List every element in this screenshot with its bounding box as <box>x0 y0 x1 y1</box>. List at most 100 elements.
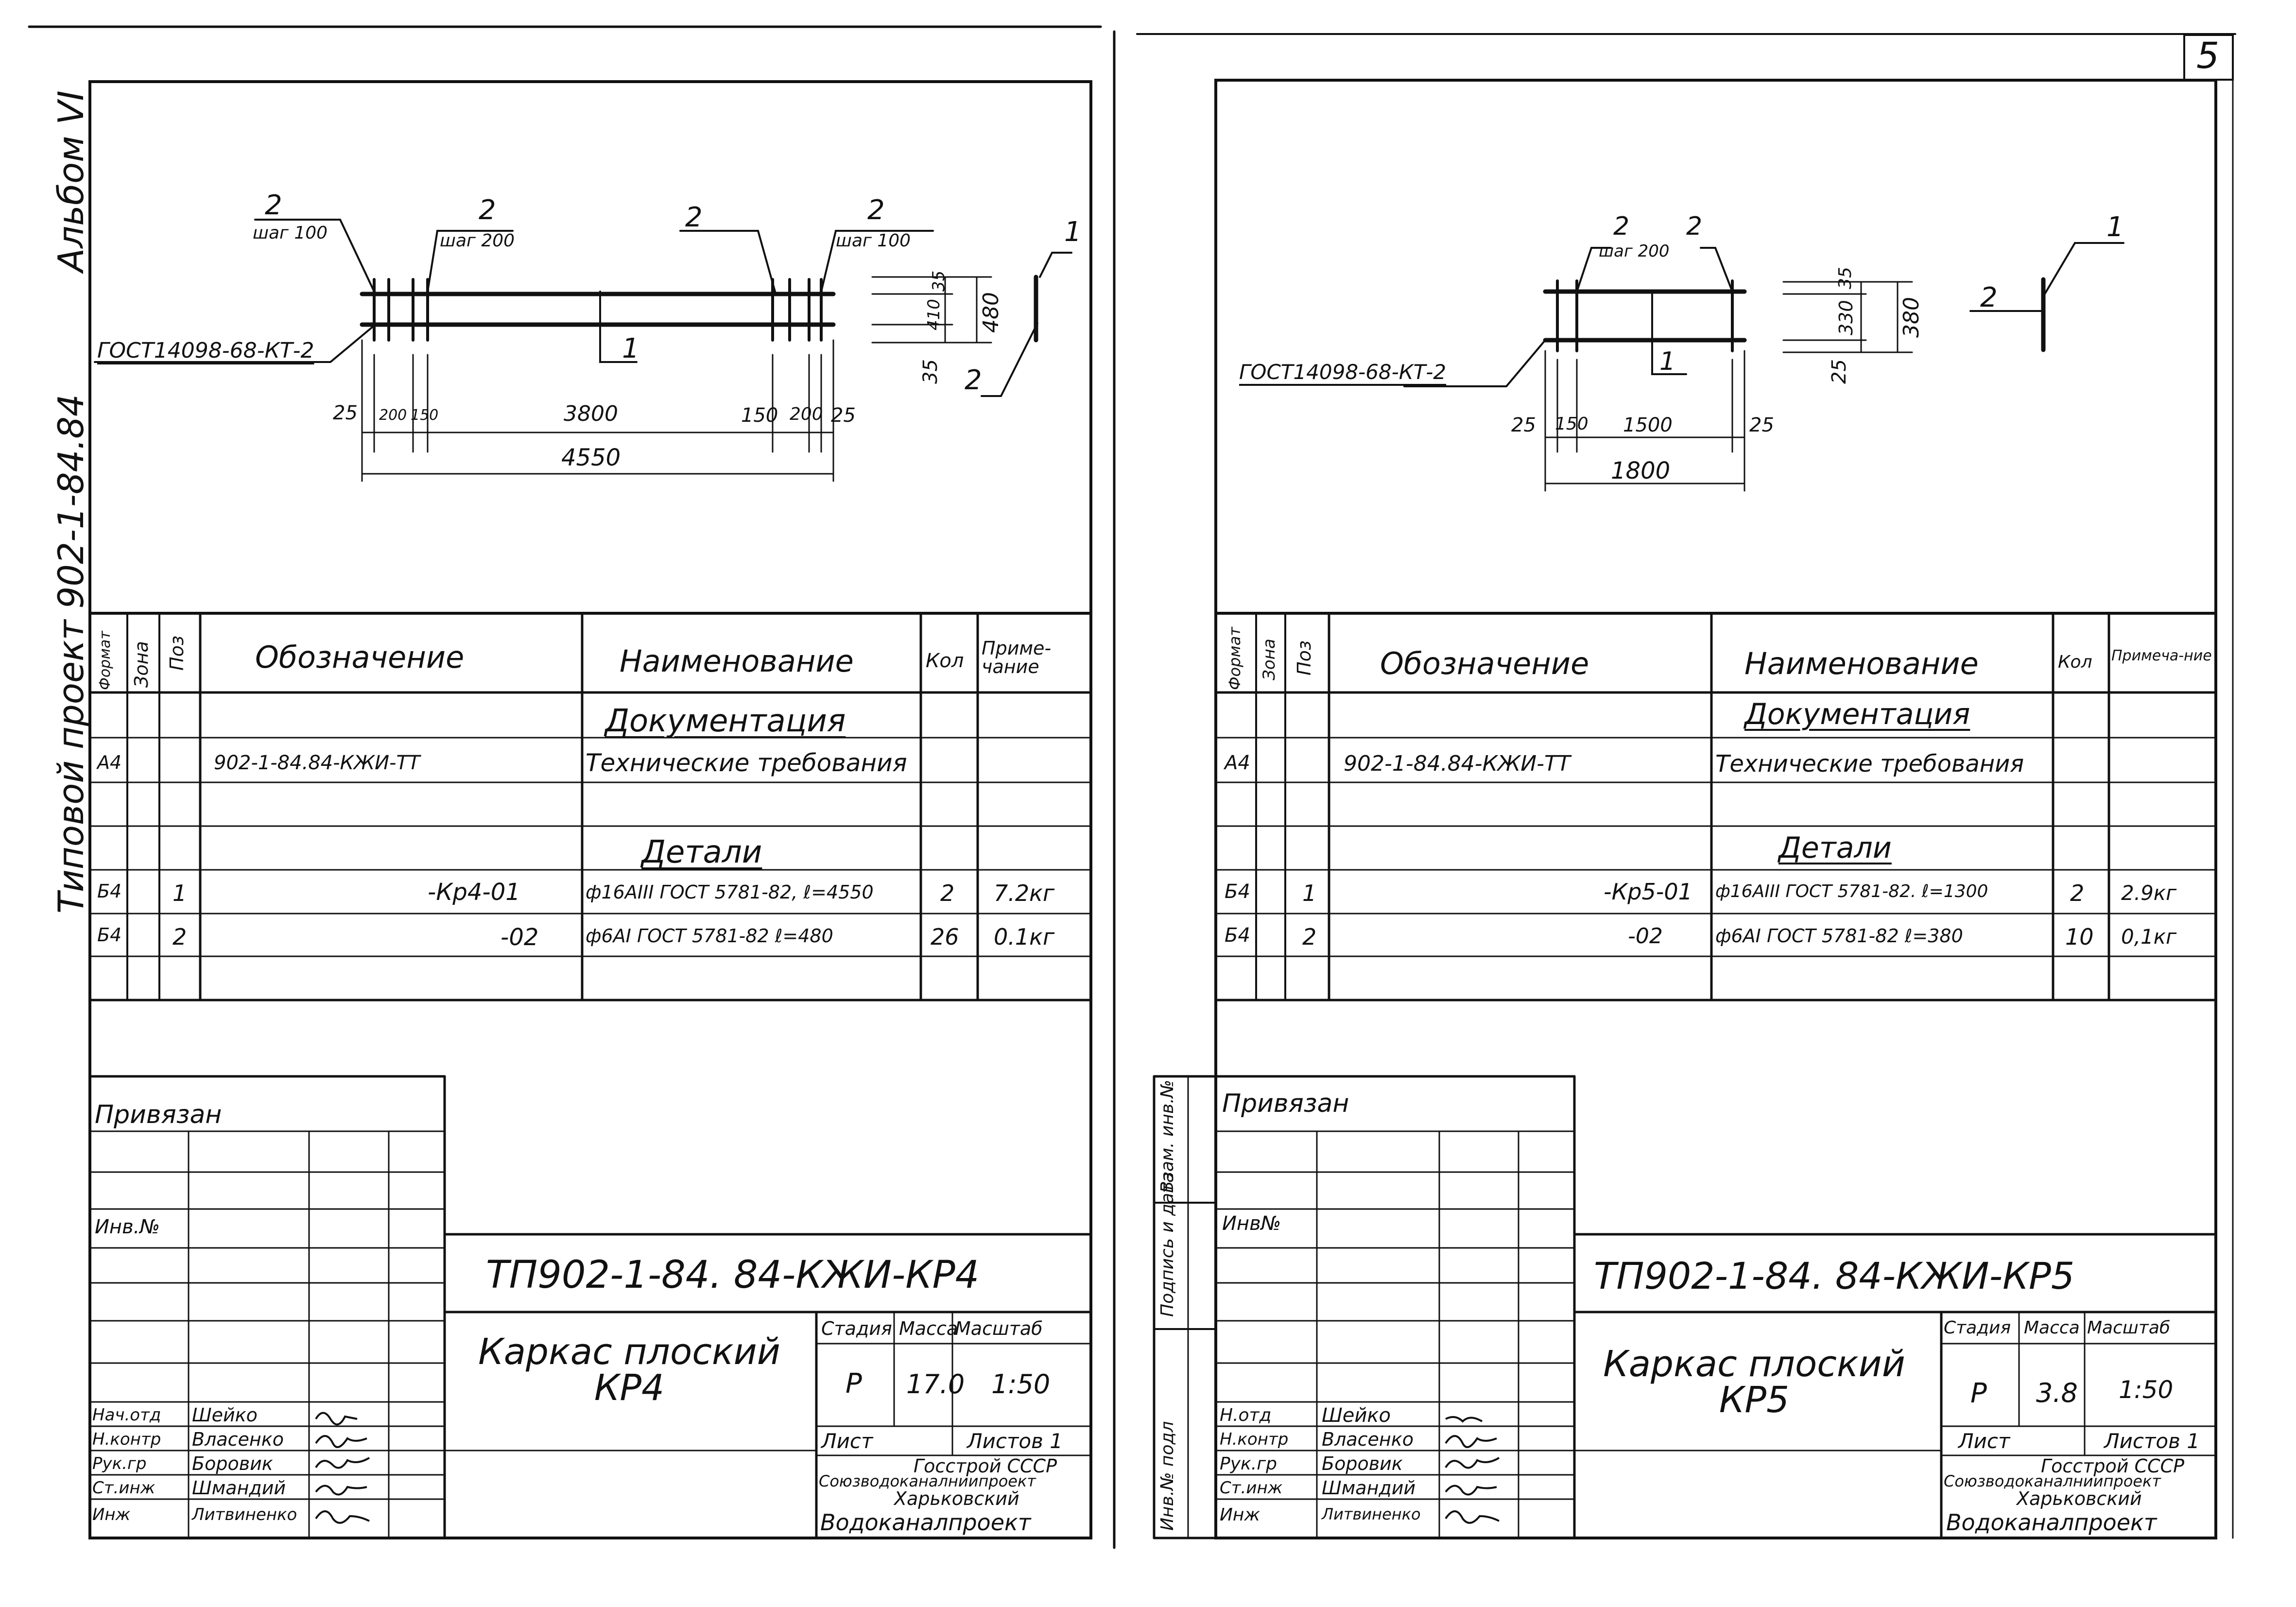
dim-200-left: 200 <box>379 407 407 424</box>
spec-header-designation: Обозначение <box>255 639 465 675</box>
callout-1-bar: 1 <box>622 333 639 364</box>
org-line: Госстрой СССР <box>914 1455 1057 1477</box>
dim-overall: 4550 <box>561 444 621 471</box>
pitch-label-100b: шаг 100 <box>836 231 911 251</box>
spec-row-designation: -02 <box>501 924 539 951</box>
dim-25-right: 25 <box>1749 414 1774 436</box>
side-dim-410: 410 <box>924 299 944 330</box>
callout-1-bar: 1 <box>1659 347 1676 376</box>
spec-header-note: Приме-чание <box>982 638 1052 677</box>
spec-row-designation: -Кр4-01 <box>428 879 520 906</box>
callout-2-side: 2 <box>1980 282 1998 313</box>
spec-row-note: 7.2кг <box>994 880 1055 906</box>
stage-header: Стадия <box>1944 1318 2011 1338</box>
side-dim-25: 25 <box>1828 359 1850 384</box>
dim-150-left: 150 <box>411 407 439 424</box>
signatory-role: Ст.инж <box>92 1478 155 1498</box>
spec-header-note: Примеча-ние <box>2111 647 2212 664</box>
org-line: Союзводоканалниипроект <box>819 1472 1036 1490</box>
spec-row-designation: -Кр5-01 <box>1604 879 1692 905</box>
spec-row-designation: 902-1-84.84-КЖИ-ТТ <box>214 752 420 774</box>
dim-200-right: 200 <box>790 404 823 424</box>
dim-25-right: 25 <box>831 404 856 427</box>
spec-row-designation: -02 <box>1628 924 1663 949</box>
callout-2b: 2 <box>1686 212 1703 241</box>
sheet-label: Лист <box>821 1429 873 1453</box>
scale-value: 1:50 <box>2119 1376 2174 1404</box>
spec-row-name: Технические требования <box>586 749 907 777</box>
side-stamp-album: Альбом VI <box>51 90 91 272</box>
spec-header-zone: Зона <box>131 641 152 688</box>
spec-header-format: Формат <box>1226 627 1244 690</box>
signatory-name: Власенко <box>192 1429 284 1450</box>
sheets-count: Листов 1 <box>2104 1429 2200 1453</box>
spec-header-qty: Кол <box>926 650 964 672</box>
spec-header-zone: Зона <box>1260 639 1279 680</box>
mass-value: 17.0 <box>906 1369 965 1400</box>
signatory-name: Литвиненко <box>192 1505 297 1524</box>
spec-row-format: А4 <box>97 752 122 773</box>
spec-row-format: Б4 <box>97 881 122 902</box>
spec-header-name: Наименование <box>620 643 854 679</box>
side-dim-35-top: 35 <box>929 270 949 292</box>
signature-marks <box>1445 1416 1500 1524</box>
page-number: 5 <box>2196 35 2220 77</box>
spec-row-pos: 1 <box>173 880 187 906</box>
drawing-code: ТП902-1-84. 84-КЖИ-КР4 <box>486 1253 980 1297</box>
spec-section-parts: Детали <box>641 834 762 870</box>
signatory-name: Боровик <box>1322 1453 1403 1474</box>
signatory-name: Боровик <box>192 1453 273 1474</box>
mass-value: 3.8 <box>2036 1378 2078 1408</box>
signatory-role: Инж <box>92 1505 131 1524</box>
spec-header-qty: Кол <box>2058 652 2092 672</box>
spec-row-pos: 2 <box>173 924 187 950</box>
spec-section-docs: Документация <box>1744 697 1970 731</box>
spec-row-qty: 2 <box>940 880 955 906</box>
mass-header: Масса <box>899 1318 958 1339</box>
dim-150-right: 150 <box>741 404 778 427</box>
signatory-role: Н.контр <box>1220 1430 1289 1449</box>
spec-row-pos: 2 <box>1302 924 1317 950</box>
side-dim-35-bottom: 35 <box>919 359 942 384</box>
spec-section-docs: Документация <box>605 703 846 739</box>
spec-row-name: ф16АIII ГОСТ 5781-82. ℓ=1300 <box>1715 881 1988 901</box>
callout-1-side: 1 <box>1064 216 1082 248</box>
inv-label: Инв№ <box>1222 1212 1281 1235</box>
pitch-label-200: шаг 200 <box>1599 242 1670 261</box>
privyazan-label: Привязан <box>95 1100 222 1129</box>
stage-header: Стадия <box>821 1318 892 1339</box>
inv-label: Инв.№ <box>95 1216 160 1238</box>
org-line: Харьковский <box>2017 1488 2142 1509</box>
spec-header-pos: Поз <box>166 635 188 671</box>
signatory-name: Литвиненко <box>1322 1505 1421 1523</box>
drawing-code: ТП902-1-84. 84-КЖИ-КР5 <box>1594 1254 2075 1297</box>
callout-1-side: 1 <box>2106 211 2124 243</box>
signatory-name: Власенко <box>1322 1429 1414 1450</box>
spec-row-qty: 2 <box>2070 880 2085 906</box>
side-stamp-original-inv: Инв.№ подл <box>1157 1421 1177 1531</box>
signatory-name: Шмандий <box>192 1477 286 1499</box>
privyazan-label: Привязан <box>1222 1089 1349 1118</box>
spec-row-name: ф6АI ГОСТ 5781-82 ℓ=380 <box>1715 925 1963 947</box>
spec-header-pos: Поз <box>1294 640 1315 675</box>
sheet-label: Лист <box>1958 1429 2010 1453</box>
gost-label: ГОСТ14098-68-КТ-2 <box>97 338 314 363</box>
spec-row-format: Б4 <box>1225 924 1250 947</box>
org-line: Союзводоканалниипроект <box>1944 1472 2161 1490</box>
signatory-role: Рук.гр <box>1220 1454 1277 1474</box>
org-line: Водоканалпроект <box>820 1509 1031 1536</box>
dim-3800: 3800 <box>564 401 618 426</box>
side-dim-380: 380 <box>1899 297 1924 338</box>
spec-row-note: 0,1кг <box>2121 925 2177 949</box>
side-dim-330: 330 <box>1835 300 1857 335</box>
scale-value: 1:50 <box>991 1369 1051 1400</box>
scale-header: Масштаб <box>955 1318 1043 1339</box>
spec-row-designation: 902-1-84.84-КЖИ-ТТ <box>1344 751 1571 776</box>
dim-overall: 1800 <box>1611 457 1671 484</box>
org-line: Госстрой СССР <box>2041 1455 2185 1477</box>
spec-row-note: 0.1кг <box>994 924 1055 950</box>
spec-row-qty: 26 <box>931 924 959 950</box>
spec-row-pos: 1 <box>1302 880 1317 906</box>
callout-2a: 2 <box>1613 212 1630 241</box>
